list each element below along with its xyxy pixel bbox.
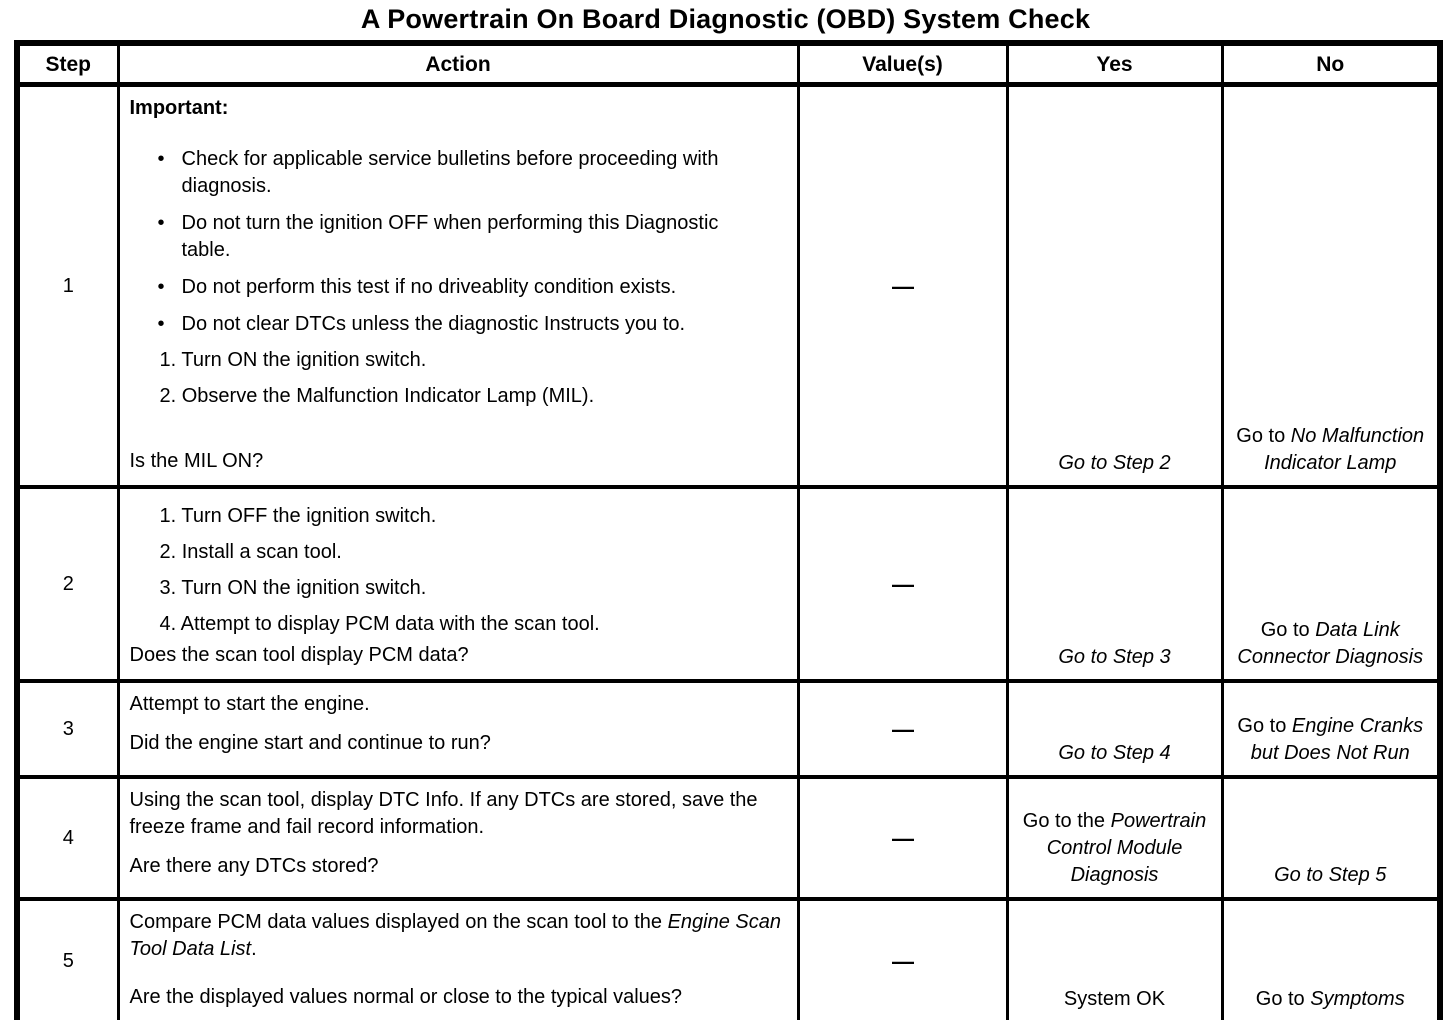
- page-title: A Powertrain On Board Diagnostic (OBD) S…: [360, 4, 1091, 34]
- step-number: 5: [15, 897, 120, 1020]
- step-number: 3: [15, 679, 120, 779]
- yes-cell: Go to Step 2: [1005, 82, 1224, 489]
- bullet-text: Do not turn the ignition OFF when perfor…: [181, 212, 719, 261]
- bullet-item: • Do not perform this test if no driveab…: [130, 274, 787, 301]
- yes-cell: Go to the Powertrain Control Module Diag…: [1005, 775, 1224, 901]
- important-label: Important:: [129, 97, 229, 119]
- value-cell: —: [796, 485, 1009, 683]
- diagnostic-table: Step Action Value(s) Yes No 1 Important:…: [14, 40, 1443, 1020]
- table-row-step-3: 3 Attempt to start the engine. Did the e…: [15, 679, 1442, 779]
- yes-cell: Go to Step 4: [1005, 679, 1224, 779]
- bullet-text: Do not perform this test if no driveabli…: [181, 276, 677, 298]
- yes-plain-text: System OK: [1063, 988, 1166, 1010]
- action-question: Did the engine start and continue to run…: [129, 732, 491, 754]
- action-cell: Compare PCM data values displayed on the…: [116, 897, 800, 1020]
- value-cell: —: [796, 897, 1009, 1020]
- bullet-item: • Check for applicable service bulletins…: [130, 146, 787, 200]
- no-italic-text: Symptoms: [1310, 988, 1405, 1010]
- no-cell: Go to Engine Cranks but Does Not Run: [1220, 679, 1442, 779]
- action-question: Are there any DTCs stored?: [129, 855, 379, 877]
- value-cell: —: [796, 775, 1009, 901]
- no-cell: Go to Symptoms: [1220, 897, 1442, 1020]
- bullet-item: • Do not turn the ignition OFF when perf…: [130, 210, 787, 264]
- no-plain-text: Go to: [1255, 988, 1311, 1010]
- yes-italic-text: Go to Step 4: [1058, 742, 1171, 764]
- action-cell: Using the scan tool, display DTC Info. I…: [116, 775, 800, 901]
- numbered-step: 1. Turn OFF the ignition switch.: [159, 505, 437, 527]
- action-text-segment: .: [251, 938, 257, 960]
- numbered-step: 2. Install a scan tool.: [159, 541, 342, 563]
- yes-italic-text: Go to Step 2: [1058, 452, 1171, 474]
- col-header-values: Value(s): [796, 41, 1009, 87]
- bullet-text: Check for applicable service bulletins b…: [181, 148, 719, 197]
- numbered-step: 1. Turn ON the ignition switch.: [159, 349, 427, 371]
- bullet-icon: •: [157, 148, 165, 170]
- value-cell: —: [796, 82, 1009, 489]
- action-cell: Attempt to start the engine. Did the eng…: [116, 679, 800, 779]
- table-row-step-1: 1 Important: • Check for applicable serv…: [15, 82, 1442, 489]
- step-number: 2: [15, 485, 120, 683]
- yes-cell: System OK: [1005, 897, 1224, 1020]
- step-number: 1: [15, 82, 120, 489]
- table-row-step-2: 2 1. Turn OFF the ignition switch. 2. In…: [15, 485, 1442, 683]
- no-plain-text: Go to: [1260, 619, 1316, 641]
- bullet-item: • Do not clear DTCs unless the diagnosti…: [130, 311, 787, 338]
- yes-plain-text: Go to the: [1022, 810, 1111, 832]
- action-italic-reference: Engine Scan Tool Data List: [129, 911, 782, 960]
- no-cell: Go to Step 5: [1220, 775, 1442, 901]
- yes-italic-text: Powertrain Control Module Diagnosis: [1046, 810, 1207, 886]
- action-text: Attempt to start the engine.: [129, 693, 370, 715]
- table-row-step-4: 4 Using the scan tool, display DTC Info.…: [15, 775, 1442, 901]
- no-italic-text: Data Link Connector Diagnosis: [1237, 619, 1424, 668]
- bullet-icon: •: [157, 212, 165, 234]
- col-header-action: Action: [116, 41, 800, 87]
- no-italic-text: Go to Step 5: [1274, 864, 1387, 886]
- action-text: Compare PCM data values displayed on the…: [130, 909, 787, 963]
- action-text-segment: Compare PCM data values displayed on the…: [129, 911, 668, 933]
- col-header-yes: Yes: [1005, 41, 1224, 87]
- bullet-icon: •: [157, 313, 165, 335]
- yes-italic-text: Go to Step 3: [1058, 646, 1171, 668]
- action-question: Is the MIL ON?: [129, 450, 264, 472]
- value-cell: —: [796, 679, 1009, 779]
- action-question: Does the scan tool display PCM data?: [129, 644, 469, 666]
- no-italic-text: Engine Cranks but Does Not Run: [1250, 715, 1424, 764]
- action-cell: 1. Turn OFF the ignition switch. 2. Inst…: [116, 485, 800, 683]
- no-cell: Go to No Malfunction Indicator Lamp: [1220, 82, 1442, 489]
- col-header-step: Step: [15, 41, 120, 87]
- col-header-no: No: [1220, 41, 1442, 87]
- no-cell: Go to Data Link Connector Diagnosis: [1220, 485, 1442, 683]
- bullet-icon: •: [157, 276, 165, 298]
- numbered-step: 4. Attempt to display PCM data with the …: [159, 613, 600, 635]
- no-plain-text: Go to: [1237, 715, 1292, 737]
- yes-cell: Go to Step 3: [1005, 485, 1224, 683]
- step-number: 4: [15, 775, 120, 901]
- numbered-step: 2. Observe the Malfunction Indicator Lam…: [159, 385, 595, 407]
- no-plain-text: Go to: [1236, 425, 1291, 447]
- table-row-step-5: 5 Compare PCM data values displayed on t…: [15, 897, 1442, 1020]
- action-text: Using the scan tool, display DTC Info. I…: [129, 789, 758, 838]
- no-italic-text: No Malfunction Indicator Lamp: [1264, 425, 1425, 474]
- bullet-text: Do not clear DTCs unless the diagnostic …: [181, 313, 686, 335]
- action-cell: Important: • Check for applicable servic…: [116, 82, 800, 489]
- numbered-step: 3. Turn ON the ignition switch.: [159, 577, 427, 599]
- header-row: Step Action Value(s) Yes No: [15, 41, 1442, 87]
- action-question: Are the displayed values normal or close…: [129, 986, 683, 1008]
